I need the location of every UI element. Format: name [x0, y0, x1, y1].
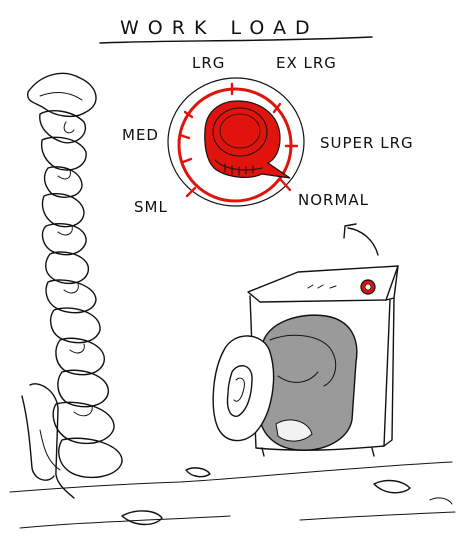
- washing-machine-icon: [212, 265, 399, 457]
- drum-interior: [259, 314, 358, 451]
- dial-label-sml: SML: [134, 198, 168, 216]
- dial-label-normal: NORMAL: [298, 191, 369, 209]
- dial-label-super-lrg: SUPER LRG: [320, 134, 414, 152]
- laundry-pile-icon: [21, 72, 123, 499]
- dial-label-lrg: LRG: [192, 54, 225, 72]
- title: WORK LOAD: [120, 17, 319, 39]
- dial-knob-icon[interactable]: [204, 100, 291, 179]
- floor: [9, 461, 456, 529]
- load-dial[interactable]: [167, 77, 305, 207]
- dial-label-med: MED: [122, 126, 159, 144]
- dial-outline: [167, 77, 305, 207]
- dial-label-ex-lrg: EX LRG: [276, 54, 337, 72]
- title-underline: [99, 36, 373, 44]
- washer-door[interactable]: [212, 335, 275, 442]
- curved-arrow-icon: [343, 223, 379, 256]
- dial-ticks: [178, 82, 299, 198]
